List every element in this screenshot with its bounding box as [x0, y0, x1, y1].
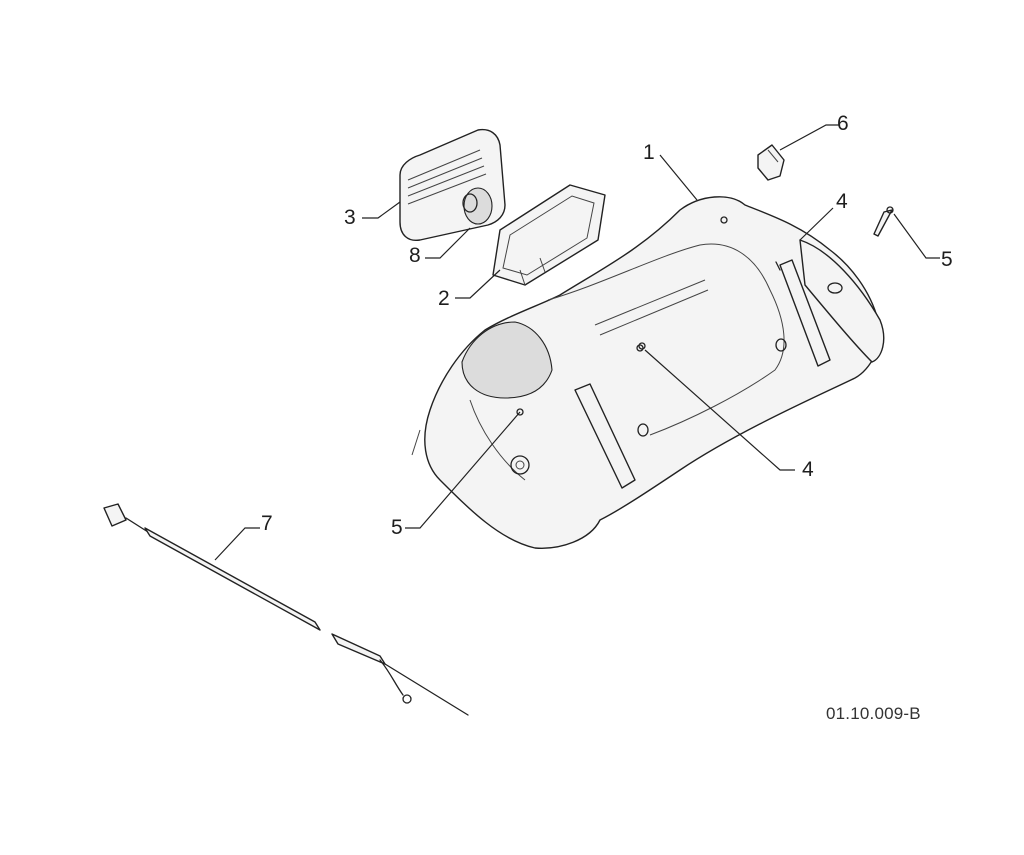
callout-6: 6: [837, 112, 849, 135]
drawing-reference-code: 01.10.009-B: [826, 704, 921, 723]
callout-3: 3: [344, 206, 356, 229]
part-6-socket: [757, 144, 785, 181]
callout-8: 8: [409, 244, 421, 267]
part-5-screw-right: [873, 206, 894, 237]
callout-5-right: 5: [941, 248, 953, 271]
part-2-headlight-frame: [492, 184, 606, 286]
leader-lines: [214, 124, 940, 561]
part-3-headlight-lens: [399, 128, 506, 242]
callout-2: 2: [438, 287, 450, 310]
callout-7: 7: [261, 512, 273, 535]
part-7-wiring-harness: [103, 503, 469, 716]
callout-4-upper: 4: [836, 190, 848, 213]
part-4-fasteners: [638, 261, 781, 350]
callout-4-lower: 4: [802, 458, 814, 481]
part-8-bulb: [462, 187, 493, 225]
part-1-front-cover: [411, 196, 885, 549]
callout-1: 1: [643, 141, 655, 164]
callout-5-left: 5: [391, 516, 403, 539]
